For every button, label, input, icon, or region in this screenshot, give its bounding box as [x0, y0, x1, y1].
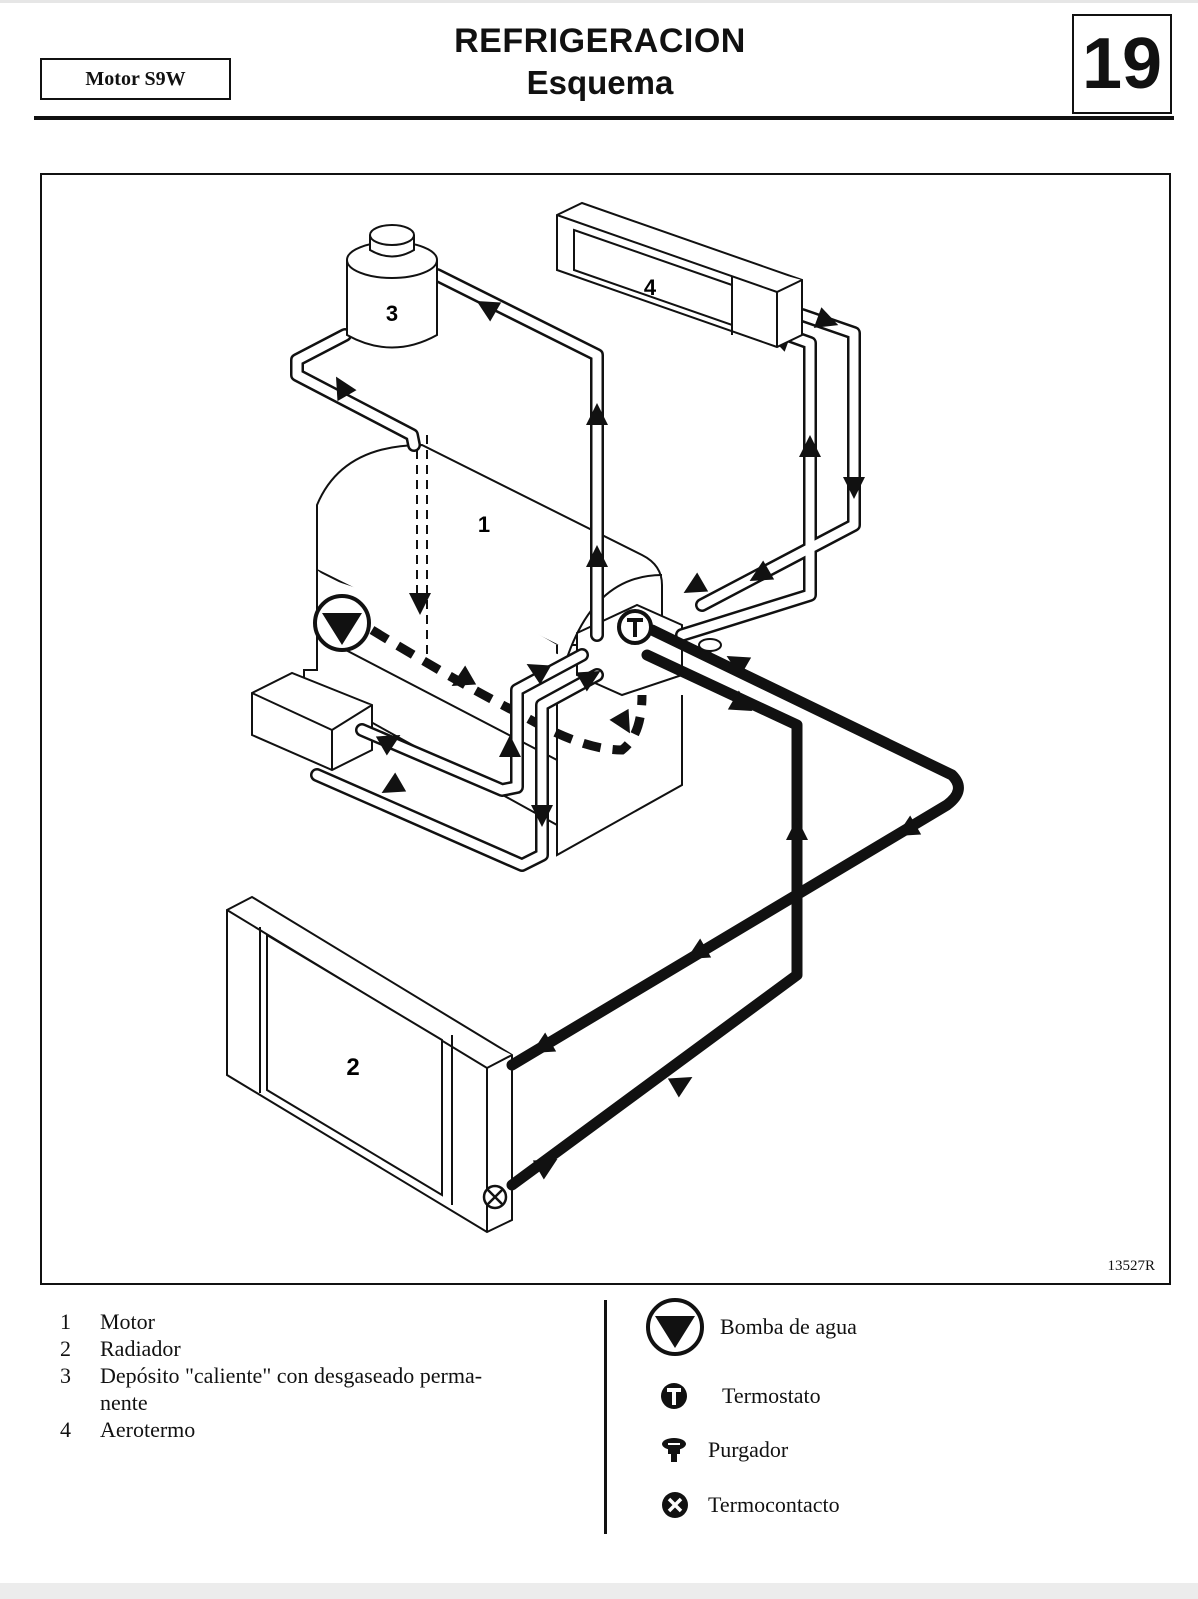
bleeder-symbol: [698, 638, 722, 663]
chapter-number: 19: [1072, 14, 1172, 114]
top-rule: [0, 0, 1198, 3]
legend-item: 3 Depósito "caliente" con desgaseado per…: [60, 1363, 483, 1415]
callout-2: 2: [346, 1054, 359, 1081]
legend-bleeder: Purgador: [660, 1436, 788, 1464]
bottom-bar: [0, 1583, 1198, 1599]
diagram-frame: 3 1 4 2 13527R: [40, 173, 1171, 1285]
internal-flow: [369, 435, 647, 755]
title: REFRIGERACION: [454, 22, 746, 60]
water-pump-icon: [644, 1296, 706, 1358]
header-rule: [34, 116, 1174, 120]
cooling-diagram: 3 1 4 2: [226, 201, 964, 1234]
legend-thermocontact: Termocontacto: [660, 1490, 840, 1520]
page-title: REFRIGERACION Esquema: [380, 20, 820, 104]
thermostat-icon: [658, 1380, 690, 1412]
callout-3: 3: [386, 301, 398, 326]
expansion-tank: [346, 224, 438, 349]
callout-4: 4: [644, 275, 657, 300]
legend-item: 1 Motor: [60, 1309, 155, 1334]
callout-1: 1: [478, 512, 490, 537]
reference-code: 13527R: [1107, 1258, 1155, 1274]
thermocontact-symbol: [482, 1184, 508, 1210]
heater-matrix: [556, 201, 803, 349]
bleeder-icon: [660, 1436, 688, 1464]
heater-valve: [251, 671, 373, 772]
thermostat-symbol: [617, 609, 653, 645]
legend-pump: Bomba de agua: [644, 1296, 857, 1358]
engine-label: Motor S9W: [40, 58, 231, 100]
legend-thermostat: Termostato: [658, 1380, 821, 1412]
radiator-hoses: [506, 624, 964, 1191]
thermocontact-icon: [660, 1490, 690, 1520]
legend-divider: [604, 1300, 607, 1534]
radiator: [226, 895, 513, 1234]
legend-item: 2 Radiador: [60, 1336, 181, 1361]
pump-symbol: [313, 594, 371, 652]
parts-legend: 1 Motor 2 Radiador 3 Depósito "caliente"…: [60, 1308, 540, 1443]
subtitle: Esquema: [526, 64, 674, 101]
legend-item: 4 Aerotermo: [60, 1417, 196, 1442]
